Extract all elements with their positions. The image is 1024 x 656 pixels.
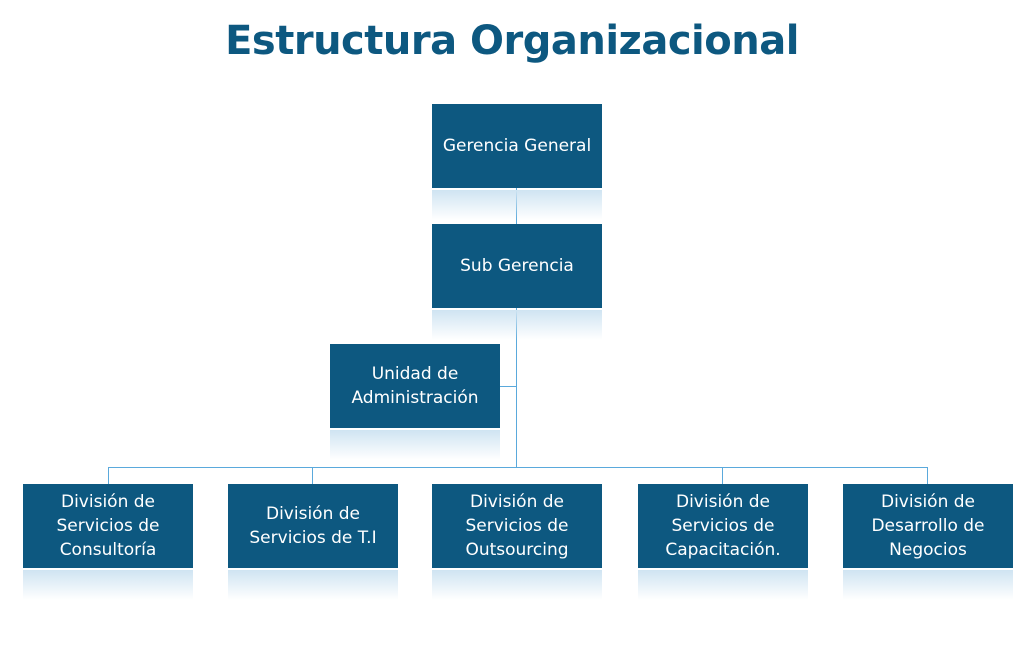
connector-ti	[312, 467, 313, 484]
page-title: Estructura Organizacional	[225, 18, 799, 64]
node-division-ti: División de Servicios de T.I	[228, 484, 398, 600]
connector-unidad	[499, 386, 517, 387]
node-gerencia-general: Gerencia General	[432, 104, 602, 220]
node-division-outsourcing: División de Servicios de Outsourcing	[432, 484, 602, 600]
connector-divisions-horizontal	[108, 467, 928, 468]
node-division-negocios: División de Desarrollo de Negocios	[843, 484, 1013, 600]
connector-negocios	[927, 467, 928, 484]
connector-capacitacion	[722, 467, 723, 484]
node-division-consultoria: División de Servicios de Consultoría	[23, 484, 193, 600]
node-sub-gerencia: Sub Gerencia	[432, 224, 602, 340]
node-unidad-administracion: Unidad de Administración	[330, 344, 500, 460]
connector-consultoria	[108, 467, 109, 484]
node-division-capacitacion: División de Servicios de Capacitación.	[638, 484, 808, 600]
